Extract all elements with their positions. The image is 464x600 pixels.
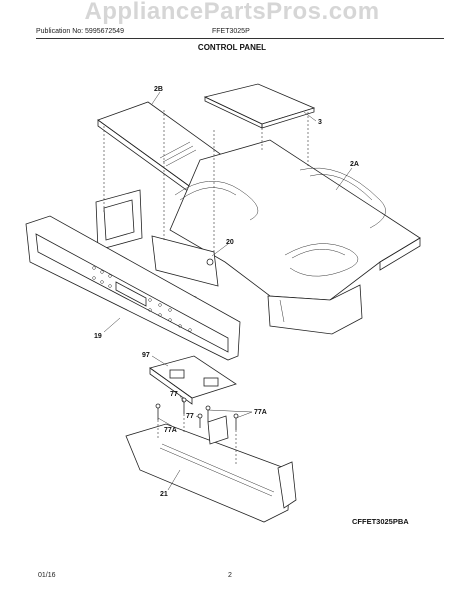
- part-relay-board-97: [149, 355, 237, 405]
- footer-page-number: 2: [228, 572, 232, 579]
- callout-19: 19: [94, 333, 102, 340]
- alignment-lines: [103, 110, 309, 466]
- callout-21: 21: [160, 491, 168, 498]
- leader-lines: [103, 91, 353, 491]
- part-body-2A: [169, 139, 421, 335]
- section-title: CONTROL PANEL: [197, 43, 267, 52]
- publication-number: Publication No: 5995672549: [36, 28, 124, 35]
- callout-77A-right: 77A: [254, 409, 267, 416]
- header-rule: [36, 38, 444, 39]
- callout-77-upper: 77: [170, 391, 178, 398]
- figure-code: CFFET3025PBA: [352, 517, 409, 526]
- callout-97: 97: [142, 352, 150, 359]
- part-cover-3: [203, 83, 316, 129]
- footer-date: 01/16: [38, 572, 56, 579]
- callout-77-lower: 77: [186, 413, 194, 420]
- part-bottom-bracket-21: [125, 415, 297, 523]
- part-control-panel-19: [25, 215, 241, 361]
- part-side-bracket: [95, 189, 143, 251]
- callout-77A-left: 77A: [164, 427, 177, 434]
- watermark: AppliancePartsPros.com: [84, 0, 380, 25]
- callout-2B: 2B: [154, 86, 163, 93]
- callout-2A: 2A: [350, 161, 359, 168]
- callout-20: 20: [226, 239, 234, 246]
- model-number: FFET3025P: [212, 28, 250, 35]
- callout-3: 3: [318, 119, 322, 126]
